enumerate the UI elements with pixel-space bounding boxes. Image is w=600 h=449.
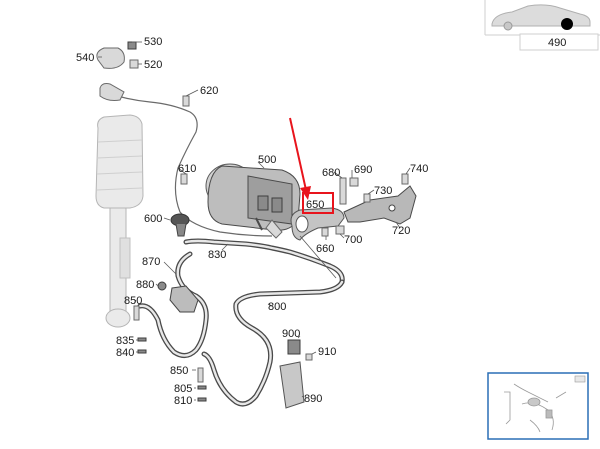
ring-810-icon bbox=[197, 397, 207, 402]
callout-810[interactable]: 810 bbox=[174, 395, 192, 407]
diagram-thumbnail[interactable] bbox=[487, 372, 589, 440]
bolt-740-icon bbox=[401, 173, 409, 185]
clip-530-icon bbox=[127, 41, 137, 50]
callout-730[interactable]: 730 bbox=[374, 185, 392, 197]
vehicle-reference-panel[interactable]: 490 bbox=[484, 0, 600, 51]
callout-840[interactable]: 840 bbox=[116, 347, 134, 359]
nut-700-icon bbox=[335, 225, 345, 235]
cover-890[interactable] bbox=[279, 361, 305, 409]
clip-610-icon bbox=[180, 173, 188, 185]
valve-block-870[interactable] bbox=[169, 285, 199, 313]
callout-890[interactable]: 890 bbox=[304, 393, 322, 405]
callout-540[interactable]: 540 bbox=[76, 52, 94, 64]
callout-850-lower[interactable]: 850 bbox=[170, 365, 188, 377]
callout-620[interactable]: 620 bbox=[200, 85, 218, 97]
callout-800[interactable]: 800 bbox=[268, 301, 286, 313]
sensor-connector-icon bbox=[99, 83, 125, 101]
callout-720[interactable]: 720 bbox=[392, 225, 410, 237]
thumbnail-corner-icon bbox=[574, 375, 586, 383]
callout-600[interactable]: 600 bbox=[144, 213, 162, 225]
air-strut-ghost bbox=[95, 114, 144, 328]
callout-830[interactable]: 830 bbox=[208, 249, 226, 261]
leader-lines bbox=[98, 41, 411, 401]
grommet-600-icon bbox=[170, 213, 190, 237]
callout-870[interactable]: 870 bbox=[142, 256, 160, 268]
hose-800[interactable] bbox=[201, 279, 345, 407]
clip-900-icon bbox=[287, 339, 301, 355]
callout-740[interactable]: 740 bbox=[410, 163, 428, 175]
callout-900[interactable]: 900 bbox=[282, 328, 300, 340]
bolt-680-icon bbox=[339, 177, 347, 205]
callout-500[interactable]: 500 bbox=[258, 154, 276, 166]
screw-660-icon bbox=[321, 227, 329, 237]
callout-910[interactable]: 910 bbox=[318, 346, 336, 358]
bracket-720[interactable] bbox=[343, 185, 417, 225]
hose-830[interactable] bbox=[183, 238, 345, 285]
nut-690-icon bbox=[349, 177, 359, 187]
callout-520[interactable]: 520 bbox=[144, 59, 162, 71]
callout-690[interactable]: 690 bbox=[354, 164, 372, 176]
callout-700[interactable]: 700 bbox=[344, 234, 362, 246]
vehicle-ref-label-box bbox=[519, 33, 599, 51]
callout-labels: 530 540 520 620 500 610 680 690 740 730 … bbox=[76, 36, 428, 407]
fitting-850a-icon bbox=[133, 305, 140, 321]
callout-650[interactable]: 650 bbox=[306, 199, 324, 211]
vehicle-ref-label: 490 bbox=[548, 37, 566, 49]
ring-805-icon bbox=[197, 385, 207, 390]
sensor-clip-540-icon bbox=[96, 47, 125, 69]
fitting-880-icon bbox=[157, 281, 167, 291]
callout-610[interactable]: 610 bbox=[178, 163, 196, 175]
callout-850-upper[interactable]: 850 bbox=[124, 295, 142, 307]
callout-680[interactable]: 680 bbox=[322, 167, 340, 179]
callout-660[interactable]: 660 bbox=[316, 243, 334, 255]
hose-870[interactable] bbox=[137, 251, 209, 358]
thumbnail-frame bbox=[487, 372, 589, 440]
callout-880[interactable]: 880 bbox=[136, 279, 154, 291]
compressor-500[interactable] bbox=[205, 163, 301, 239]
fitting-850b-icon bbox=[197, 367, 204, 383]
ring-835-icon bbox=[137, 337, 147, 342]
screw-730-icon bbox=[363, 193, 371, 203]
clip-520-icon bbox=[129, 59, 139, 69]
callout-835[interactable]: 835 bbox=[116, 335, 134, 347]
callout-530[interactable]: 530 bbox=[144, 36, 162, 48]
highlight-box-650[interactable] bbox=[302, 192, 334, 214]
clip-620-icon bbox=[182, 95, 190, 107]
ring-840-icon bbox=[137, 349, 147, 354]
callout-805[interactable]: 805 bbox=[174, 383, 192, 395]
screw-910-icon bbox=[305, 353, 313, 361]
thumbnail-preview bbox=[504, 383, 567, 433]
car-silhouette-icon bbox=[491, 4, 591, 31]
bracket-650[interactable] bbox=[290, 207, 345, 241]
